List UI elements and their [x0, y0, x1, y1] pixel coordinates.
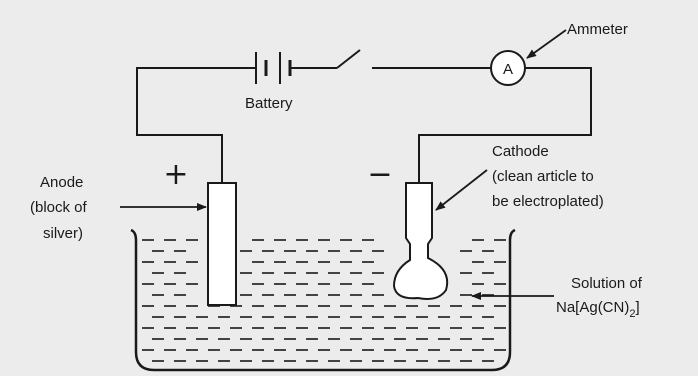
cathode-label-line2: (clean article to [492, 168, 594, 185]
solution-label-line1: Solution of [571, 275, 643, 292]
plus-sign: + [163, 157, 188, 192]
battery-label: Battery [245, 95, 293, 112]
ammeter-pointer-arrow [526, 29, 567, 59]
solution-formula-main: Na[Ag(CN) [556, 299, 629, 316]
cathode-label-line1: Cathode [492, 143, 549, 160]
anode-label-line1: Anode [40, 174, 83, 191]
pointer-arrows [120, 29, 567, 300]
ammeter-symbol: A [503, 61, 513, 78]
solution-formula: Na[Ag(CN)2] [556, 299, 640, 320]
battery-symbol [255, 52, 300, 84]
anode-label-line2: (block of [30, 199, 88, 216]
ammeter-label: Ammeter [567, 21, 628, 38]
circuit-wire [136, 49, 592, 183]
anode-electrode [207, 182, 237, 306]
cathode-article [392, 182, 449, 300]
ammeter: A [490, 50, 526, 86]
anode-label-line3: silver) [43, 225, 83, 242]
cathode-label-line3: be electroplated) [492, 193, 604, 210]
electrolyte-solution [142, 239, 506, 362]
minus-sign: − [367, 157, 392, 192]
cathode-pointer-arrow [435, 169, 488, 211]
solution-formula-end: ] [635, 299, 639, 316]
solution-formula-subscript: 2 [629, 308, 635, 320]
beaker [130, 228, 516, 372]
